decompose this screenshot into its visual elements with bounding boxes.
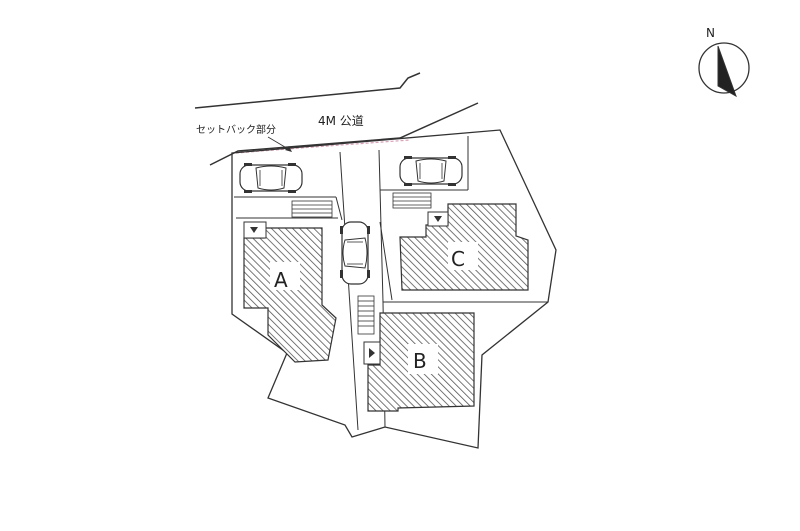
- house-a-footprint: [243, 227, 337, 363]
- car-driveway: [339, 221, 371, 285]
- north-arrow-outline: [717, 45, 737, 98]
- lot-a-right-divider: [335, 196, 343, 221]
- compass-north-label: N: [706, 26, 715, 40]
- entrance-arrow-c-icon: [434, 216, 442, 222]
- setback-leader-arrow: [285, 146, 292, 152]
- house-b-label: B: [413, 349, 427, 373]
- stairs-lot-a: [291, 200, 333, 218]
- lot-dividers: [234, 136, 548, 431]
- public-road: 4M 公道: [194, 72, 479, 166]
- setback-area: セットバック部分: [196, 123, 411, 154]
- compass: N: [698, 26, 750, 98]
- setback-label: セットバック部分: [196, 123, 276, 136]
- house-a: A: [243, 221, 337, 363]
- house-a-label: A: [274, 268, 288, 292]
- house-b: B: [363, 312, 475, 412]
- stairs-lot-c: [392, 192, 432, 209]
- house-c-label: C: [451, 247, 465, 271]
- road-label: 4M 公道: [318, 114, 364, 128]
- central-driveway-left-edge: [339, 151, 359, 431]
- entrance-arrow-a-icon: [250, 227, 258, 233]
- car-lot-a: [239, 162, 303, 194]
- car-lot-c: [399, 155, 463, 187]
- road-upper-edge: [194, 72, 421, 109]
- stairs-lot-b: [357, 295, 375, 335]
- lot-c-left-divider: [379, 221, 393, 301]
- entrance-arrow-b-icon: [369, 348, 375, 358]
- road-lower-edge: [209, 102, 479, 166]
- house-c: C: [399, 203, 529, 291]
